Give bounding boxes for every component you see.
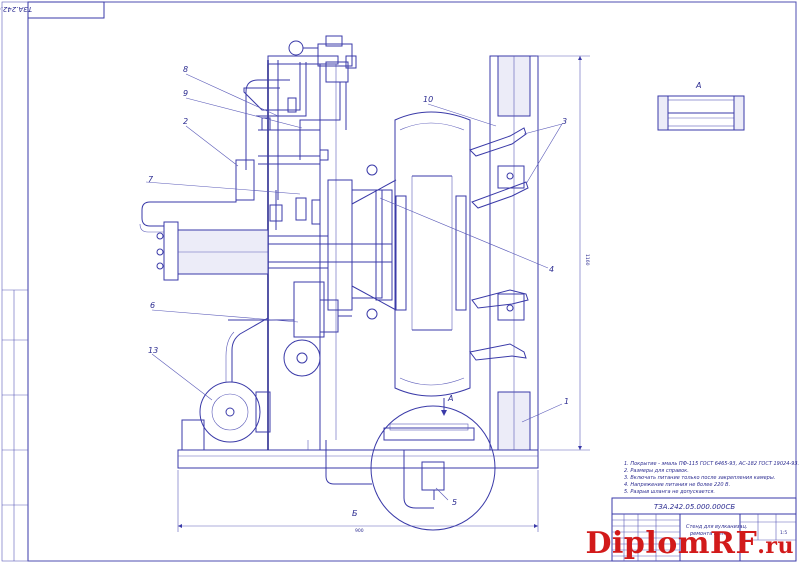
callout-4: 4 <box>549 265 554 274</box>
watermark-part-2: RF <box>710 526 758 561</box>
callout-6: 6 <box>150 301 155 310</box>
callout-2: 2 <box>183 117 188 126</box>
title-designation: ТЗА.242.05.000.000СБ <box>654 503 735 511</box>
technical-notes: 1. Покрытие - эмаль ПФ-115 ГОСТ 6465-93,… <box>624 461 799 495</box>
callout-5: 5 <box>452 498 457 507</box>
callout-3: 3 <box>562 117 567 126</box>
callout-13: 13 <box>148 346 158 355</box>
watermark-part-3: .ru <box>757 533 794 559</box>
title-scale: 1:5 <box>780 530 787 536</box>
base-frame <box>177 449 539 469</box>
watermark-part-1: Diplom <box>585 526 711 561</box>
valve-block <box>288 35 357 83</box>
section-arrow-a-label: А <box>447 394 453 403</box>
detail-circle-b <box>370 398 496 531</box>
clamp-jaws <box>469 127 529 361</box>
callout-7: 7 <box>148 175 154 184</box>
view-b-label: Б <box>352 509 358 518</box>
main-shaft <box>268 164 397 320</box>
note-1: 1. Покрытие - эмаль ПФ-115 ГОСТ 6465-93,… <box>624 461 799 467</box>
power-cylinder <box>139 196 329 281</box>
drain-line <box>307 440 372 485</box>
note-2: 2. Размеры для справок. <box>624 468 689 474</box>
dim-width-value: 900 <box>355 528 364 534</box>
title-line-2: ремонта шин <box>689 531 726 537</box>
note-4: 4. Напряжение питания не более 220 В. <box>624 482 730 488</box>
watermark-logo: DiplomRF.ru <box>585 526 794 561</box>
pneumatic-lines <box>243 62 347 230</box>
callout-1: 1 <box>564 397 569 406</box>
top-left-designation: ТЗА.242.05.000.000СБ <box>0 5 32 13</box>
callout-8: 8 <box>183 65 188 74</box>
title-line-1: Стенд для вулканизац. <box>686 524 747 530</box>
right-frame <box>489 55 539 451</box>
title-block <box>611 497 797 562</box>
view-a-detail <box>657 95 745 131</box>
callout-10: 10 <box>423 95 433 104</box>
view-a-label: А <box>695 81 701 90</box>
electric-motor <box>181 317 271 451</box>
note-3: 3. Включать питание только после закрепл… <box>624 475 775 481</box>
callout-leaders <box>145 73 563 501</box>
note-5: 5. Разрыв шланга не допускается. <box>624 489 715 495</box>
dim-height-value: 1160 <box>584 254 590 266</box>
lower-gear-assembly <box>228 281 352 377</box>
tire-section <box>394 111 471 397</box>
dimension-lines <box>177 55 590 532</box>
callout-9: 9 <box>183 89 188 98</box>
